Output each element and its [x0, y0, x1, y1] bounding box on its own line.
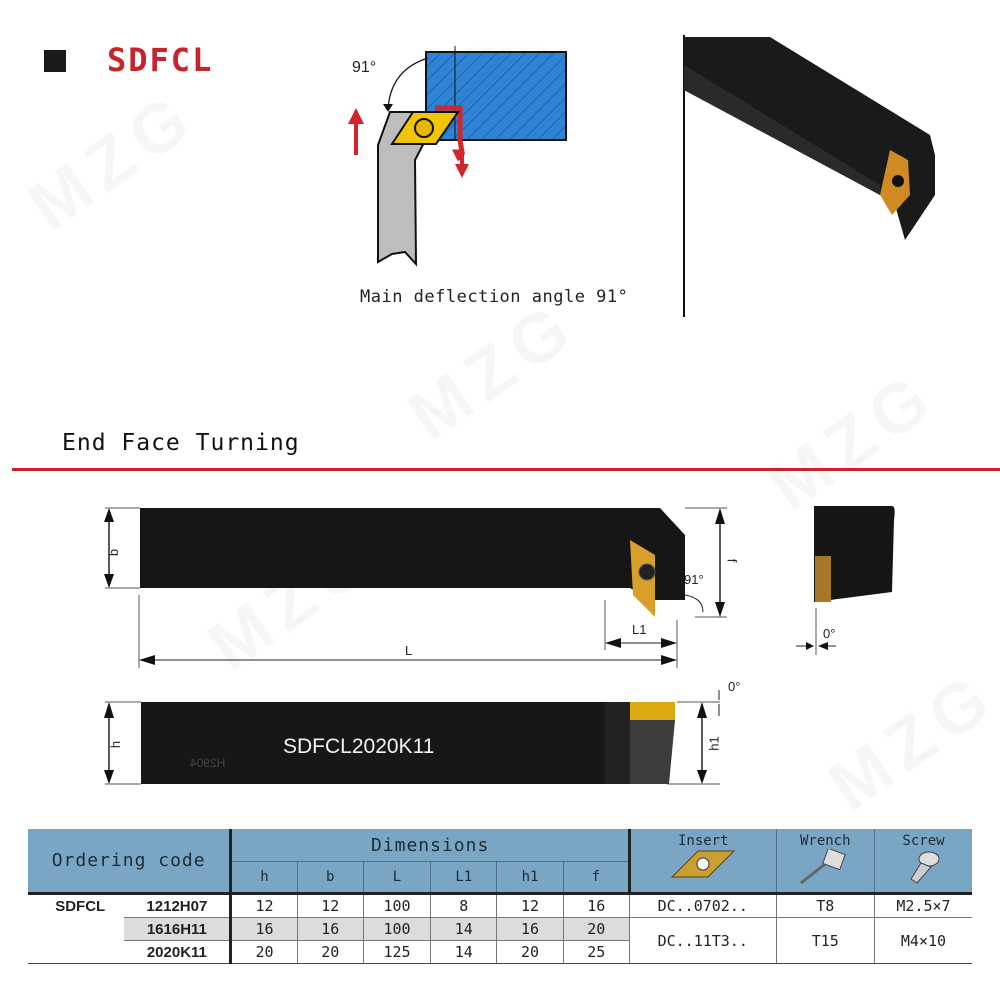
product-photo — [683, 35, 935, 317]
watermark: MZG — [14, 74, 212, 246]
cell-h: 20 — [229, 940, 298, 964]
mirror-mark: H2904 — [190, 756, 226, 770]
screw-icon — [910, 851, 940, 884]
insert-icon — [671, 850, 736, 878]
cell-h1: 20 — [496, 940, 564, 964]
specification-table: Ordering code Dimensions Insert Wrench S… — [28, 829, 972, 964]
dim-L1-label: L1 — [632, 622, 647, 637]
cell-b: 20 — [296, 940, 364, 964]
cell-L: 100 — [362, 917, 431, 941]
watermark: MZG — [394, 284, 592, 456]
screw-header: Screw — [873, 829, 972, 895]
insert-header-label: Insert — [677, 833, 729, 849]
col-L1-header: L1 — [430, 861, 497, 895]
cell-L: 125 — [362, 940, 431, 964]
table-row: SDFCL 1212H07 12 12 100 8 12 16 DC..0702… — [28, 893, 972, 918]
dim-h-label: h — [108, 740, 124, 749]
cell-f: 20 — [562, 917, 630, 941]
cell-L1: 8 — [430, 893, 497, 918]
dim-h1-label: h1 — [706, 736, 722, 751]
cell-wrench: T15 — [775, 917, 875, 964]
col-f-header: f — [562, 861, 630, 895]
table-row: 2020K11 20 20 125 14 20 25 — [28, 940, 972, 964]
cell-screw: M2.5×7 — [873, 893, 972, 918]
cell-L1: 14 — [430, 917, 497, 941]
table-row: 1616H11 16 16 100 14 16 20 DC..11T3.. T1… — [28, 917, 972, 964]
code-cell: 1616H11 — [124, 917, 231, 941]
cell-h: 12 — [229, 893, 298, 918]
angle-0-top-label: 0° — [728, 679, 741, 694]
cell-h1: 16 — [496, 917, 564, 941]
cell-screw: M4×10 — [873, 917, 972, 964]
section-divider — [12, 468, 1000, 471]
code-cell: 2020K11 — [124, 940, 231, 964]
title-bullet-icon — [44, 50, 66, 72]
cell-L1: 14 — [430, 940, 497, 964]
screw-header-label: Screw — [902, 833, 945, 849]
watermark: MZG — [814, 654, 1000, 826]
wrench-header: Wrench — [775, 829, 875, 895]
cell-L: 100 — [362, 893, 431, 918]
col-L-header: L — [362, 861, 431, 895]
dim-f-label: f — [724, 558, 740, 563]
dimensions-header: Dimensions — [229, 829, 630, 862]
dim-b-label: b — [106, 548, 122, 557]
insert-header: Insert — [627, 829, 777, 895]
wrench-icon — [800, 847, 847, 885]
ordering-code-header: Ordering code — [28, 829, 231, 895]
angle-0-side-label: 0° — [823, 626, 836, 641]
angle-91-label: 91° — [684, 572, 704, 587]
col-h-header: h — [229, 861, 298, 895]
col-h1-header: h1 — [496, 861, 564, 895]
cell-h: 16 — [229, 917, 298, 941]
wrench-header-label: Wrench — [799, 833, 851, 849]
cell-insert: DC..11T3.. — [628, 917, 777, 964]
series-cell: SDFCL — [55, 897, 106, 915]
cell-insert: DC..0702.. — [628, 893, 777, 918]
cell-f: 25 — [562, 940, 630, 964]
cell-wrench: T8 — [775, 893, 875, 918]
end-view-drawing — [796, 506, 895, 655]
cell-f: 16 — [562, 893, 630, 918]
cell-h1: 12 — [496, 893, 564, 918]
top-view-drawing — [104, 507, 727, 668]
code-cell: 1212H07 — [124, 893, 231, 918]
dim-L-label: L — [405, 643, 413, 658]
section-title: End Face Turning — [62, 430, 300, 456]
product-title: SDFCL — [107, 41, 214, 79]
deflection-caption: Main deflection angle 91° — [360, 287, 629, 307]
col-b-header: b — [296, 861, 364, 895]
side-view-drawing — [104, 690, 720, 785]
cell-b: 12 — [296, 893, 364, 918]
cell-b: 16 — [296, 917, 364, 941]
svg-text:91°: 91° — [352, 59, 376, 76]
deflection-angle-diagram: 91° — [348, 46, 567, 267]
tool-engraving: SDFCL2020K11 — [283, 735, 435, 758]
